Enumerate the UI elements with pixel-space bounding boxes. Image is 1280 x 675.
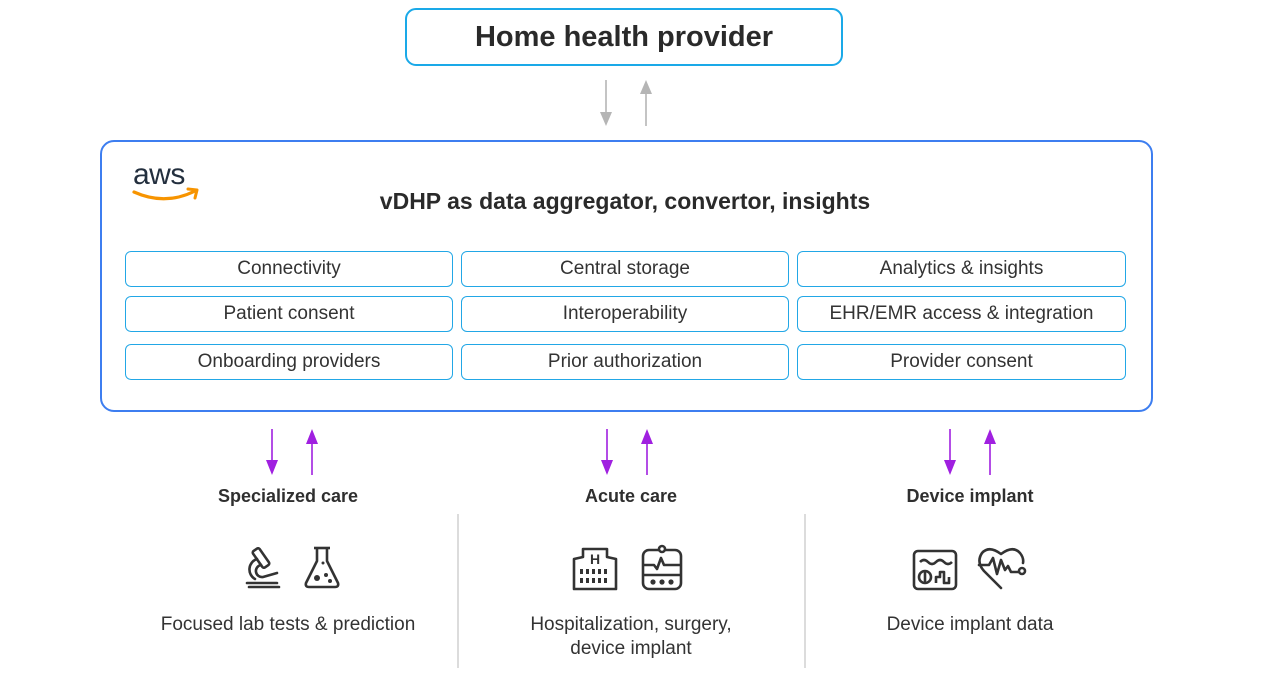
capability-interoperability: Interoperability	[461, 296, 789, 332]
category-description-specialized-care: Focused lab tests & prediction	[128, 613, 448, 637]
category-title-specialized-care: Specialized care	[217, 486, 359, 506]
flask-icon	[304, 546, 340, 589]
arrow-down-icon	[944, 429, 956, 475]
column-divider	[804, 514, 806, 668]
category-title-acute-care: Acute care	[584, 486, 678, 506]
implant-monitor-icon	[912, 549, 958, 591]
aws-logo: aws	[132, 158, 203, 210]
arrow-down-icon	[266, 429, 278, 475]
arrow-up-icon	[640, 80, 652, 126]
capability-prior-authorization: Prior authorization	[461, 344, 789, 380]
purple-arrows-acute	[601, 429, 653, 475]
platform-title: vDHP as data aggregator, convertor, insi…	[379, 188, 871, 214]
purple-arrows-device	[944, 429, 996, 475]
capability-connectivity: Connectivity	[125, 251, 453, 287]
category-description-device-implant: Device implant data	[810, 613, 1130, 637]
description-line: device implant	[570, 638, 692, 659]
aws-smile-icon	[132, 187, 199, 201]
capability-patient-consent: Patient consent	[125, 296, 453, 332]
capability-onboarding-providers: Onboarding providers	[125, 344, 453, 380]
svg-text:H: H	[590, 551, 600, 567]
description-line: Focused lab tests & prediction	[160, 614, 416, 635]
home-health-provider-label: Home health provider	[474, 20, 774, 53]
capability-central-storage: Central storage	[461, 251, 789, 287]
aws-logo-text: aws	[133, 158, 185, 191]
description-line: Device implant data	[886, 614, 1054, 635]
home-health-provider-node: Home health provider	[405, 8, 843, 66]
gray-arrows	[600, 80, 652, 126]
column-divider	[457, 514, 459, 668]
description-line: Hospitalization, surgery,	[530, 614, 732, 635]
hospital-icon: H	[572, 547, 618, 591]
arrow-up-icon	[306, 429, 318, 475]
vdhp-platform-box	[100, 140, 1153, 412]
heart-monitor-icon	[641, 544, 683, 591]
category-description-acute-care: Hospitalization, surgery, device implant	[471, 613, 791, 661]
category-title-device-implant: Device implant	[906, 486, 1034, 506]
heartbeat-icon	[977, 547, 1027, 590]
arrow-up-icon	[641, 429, 653, 475]
purple-arrows-specialized	[266, 429, 318, 475]
capability-ehr-emr-access: EHR/EMR access & integration	[797, 296, 1126, 332]
microscope-icon	[245, 546, 281, 589]
arrow-down-icon	[600, 80, 612, 126]
arrow-down-icon	[601, 429, 613, 475]
arrow-up-icon	[984, 429, 996, 475]
capability-analytics-insights: Analytics & insights	[797, 251, 1126, 287]
capability-provider-consent: Provider consent	[797, 344, 1126, 380]
